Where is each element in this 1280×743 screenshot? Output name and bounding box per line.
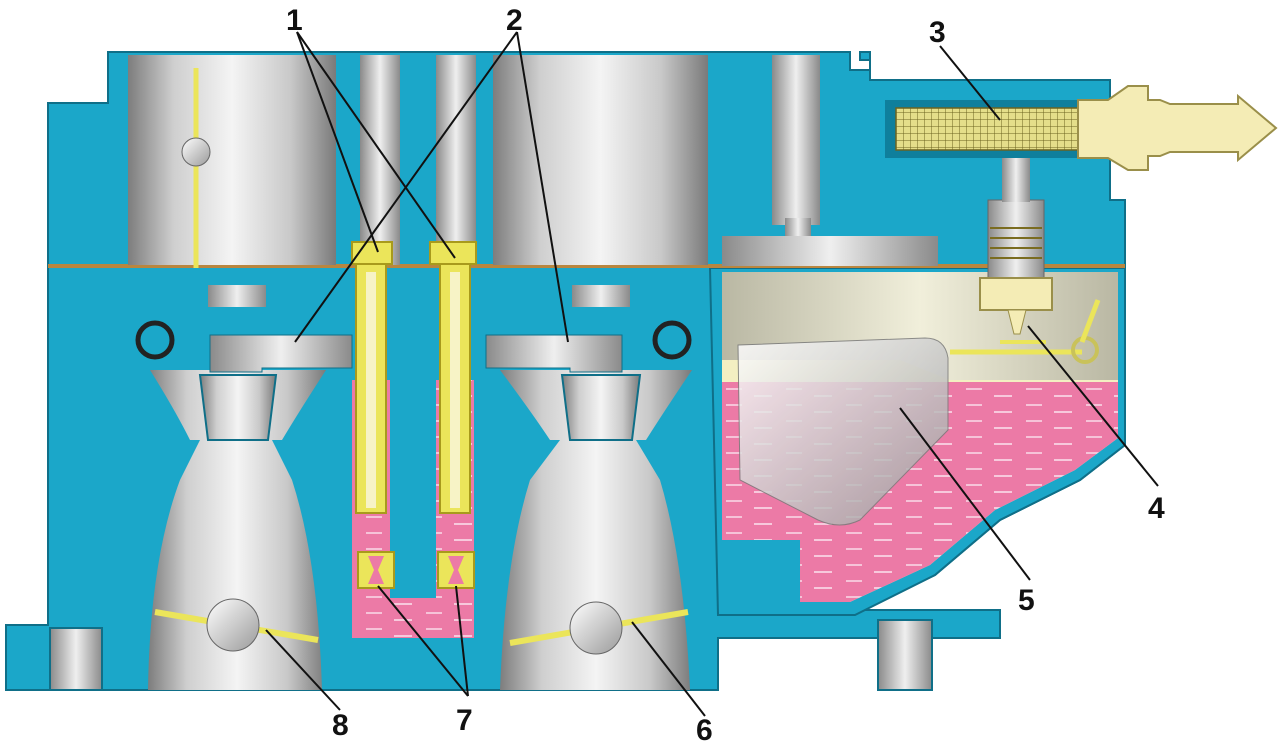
air-jet-right (429, 241, 477, 265)
primary-bore-lower (148, 370, 326, 690)
secondary-throttle-shaft (569, 601, 623, 655)
base-foot-right (877, 619, 933, 691)
leader-7b (455, 585, 469, 697)
fuel-filter-mesh (895, 107, 1087, 151)
primary-throttle-shaft (206, 598, 260, 652)
primary-venturi-cap (208, 285, 266, 307)
spring-clip-left (135, 320, 175, 360)
atomizer-channel-right (485, 334, 623, 373)
spring-clip-right (652, 320, 692, 360)
callout-1: 1 (286, 4, 303, 37)
fuel-inlet (885, 85, 1278, 171)
callout-labels: 1 2 3 4 5 6 7 8 (286, 4, 1165, 743)
emulsion-bore-left (366, 272, 376, 508)
needle-valve-seat (987, 199, 1045, 281)
central-tube-left (360, 55, 400, 265)
air-channel-tube (772, 55, 820, 225)
secondary-bore-upper (493, 55, 708, 265)
atomizer-channel-left (209, 334, 353, 373)
callout-3: 3 (929, 16, 946, 49)
leader-3 (939, 45, 1001, 121)
base-foot-left (49, 627, 103, 691)
callout-8: 8 (332, 709, 349, 742)
callout-leaders (265, 31, 1159, 717)
main-jet-orifice-right (448, 556, 464, 584)
secondary-bore-lower (500, 370, 692, 690)
callout-5: 5 (1018, 584, 1035, 617)
callout-6: 6 (696, 714, 713, 743)
callout-7: 7 (456, 704, 473, 737)
leader-8 (265, 629, 341, 711)
central-tubes (360, 55, 820, 265)
emulsion-bore-right (450, 272, 460, 508)
leader-2b (516, 31, 569, 343)
needle-valve-threads (990, 227, 1042, 259)
needle-valve-nut (979, 277, 1053, 311)
leader-7a (377, 585, 469, 697)
secondary-small-venturi (560, 374, 642, 441)
needle-valve-tip (1007, 309, 1027, 335)
inlet-fitting (1077, 85, 1278, 171)
leader-6 (631, 621, 706, 717)
callout-4: 4 (1148, 492, 1165, 525)
main-jet-orifice-left (368, 556, 384, 584)
callout-2: 2 (506, 4, 523, 37)
leader-1b (296, 31, 456, 259)
secondary-venturi-cap (572, 285, 630, 307)
leader-5 (899, 407, 1031, 581)
secondary-bore (493, 55, 708, 690)
well-fuel-bridge (352, 598, 474, 638)
float-chamber-cover (722, 236, 938, 266)
central-tube-right (436, 55, 476, 265)
float-chamber (722, 158, 1118, 602)
emulsion-wells (351, 241, 477, 638)
atomizer-channels (135, 320, 692, 373)
primary-small-venturi (198, 374, 278, 441)
leader-4 (1027, 325, 1159, 487)
choke-shaft (181, 137, 211, 167)
primary-bore (128, 55, 336, 690)
leader-1a (296, 31, 379, 253)
float-tongue (1079, 299, 1101, 343)
leader-2a (294, 31, 518, 343)
float (737, 337, 949, 526)
primary-bore-upper (128, 55, 336, 265)
fuel-passage (1002, 158, 1030, 202)
